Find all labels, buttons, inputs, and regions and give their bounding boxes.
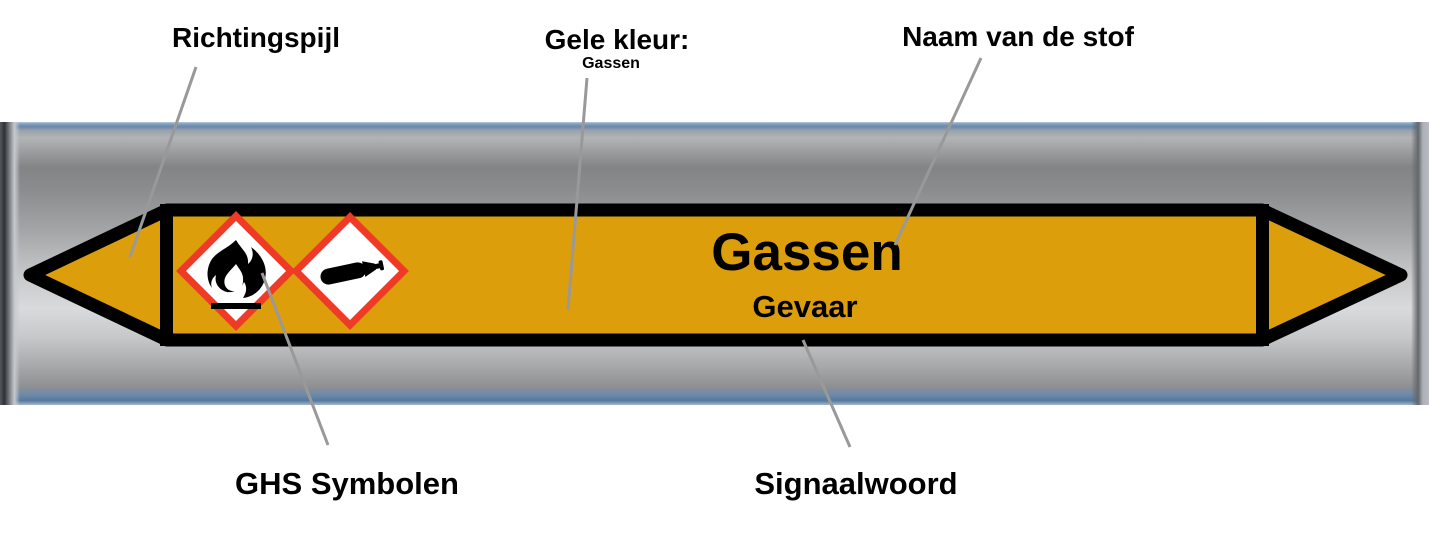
annotation-ghs-symbolen: GHS Symbolen	[235, 466, 459, 501]
annotation-signaalwoord: Signaalwoord	[754, 466, 958, 501]
signal-word: Gevaar	[752, 289, 858, 324]
annotation-richtingspijl: Richtingspijl	[172, 22, 340, 53]
substance-name: Gassen	[711, 223, 903, 282]
annotation-gele-kleur: Gele kleur:	[544, 24, 690, 55]
pipe-right-end	[1411, 122, 1429, 405]
annotation-naam-van-de-stof: Naam van de stof	[902, 21, 1134, 52]
annotation-gele-kleur-sub: Gassen	[582, 55, 640, 72]
pipe-left-end	[0, 122, 20, 405]
